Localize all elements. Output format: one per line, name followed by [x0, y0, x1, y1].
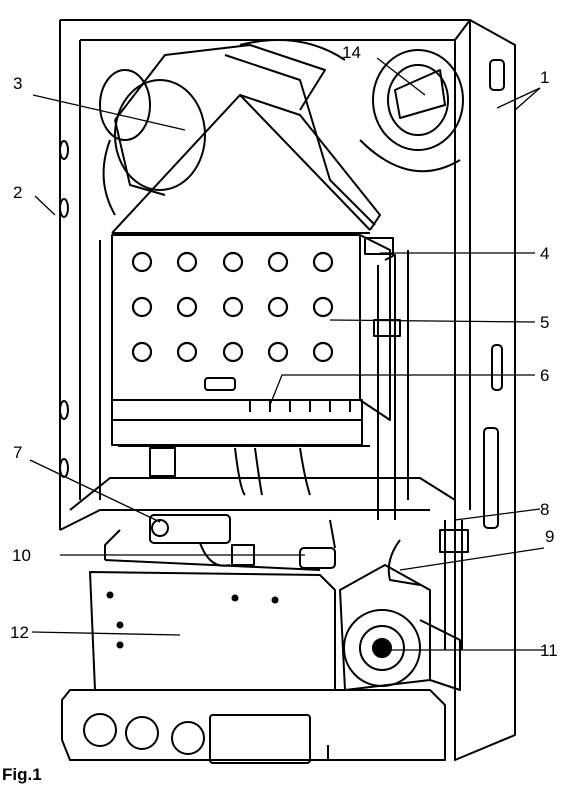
callout-5: 5 — [540, 313, 549, 332]
leader-lines — [29, 57, 545, 651]
burner-manifold — [111, 399, 370, 496]
callout-8: 8 — [540, 500, 549, 519]
callout-14: 14 — [342, 43, 361, 62]
callout-9: 9 — [545, 527, 554, 546]
boiler-casing — [59, 19, 516, 761]
figure-caption: Fig.1 — [2, 765, 42, 784]
combustion-hood — [111, 94, 381, 234]
control-fascia — [61, 689, 446, 764]
gas-valve — [104, 514, 336, 569]
callout-6: 6 — [540, 366, 549, 385]
callout-2: 2 — [13, 183, 22, 202]
callout-1: 1 — [540, 68, 549, 87]
callout-11: 11 — [540, 641, 558, 660]
air-pressure-switch — [359, 49, 464, 173]
callout-7: 7 — [13, 443, 22, 462]
flow-return-pipes — [373, 254, 469, 650]
callout-10: 10 — [12, 546, 31, 565]
callout-3: 3 — [13, 74, 22, 93]
control-box — [89, 559, 336, 691]
callout-4: 4 — [540, 244, 549, 263]
burner-sight-holes — [131, 251, 334, 363]
heat-exchanger-panel — [99, 234, 409, 500]
callout-labels: 1 2 3 4 5 6 7 8 9 10 11 12 14 — [10, 43, 558, 660]
fan-assembly — [99, 39, 376, 226]
circulating-pump — [339, 564, 461, 691]
callout-12: 12 — [10, 623, 29, 642]
